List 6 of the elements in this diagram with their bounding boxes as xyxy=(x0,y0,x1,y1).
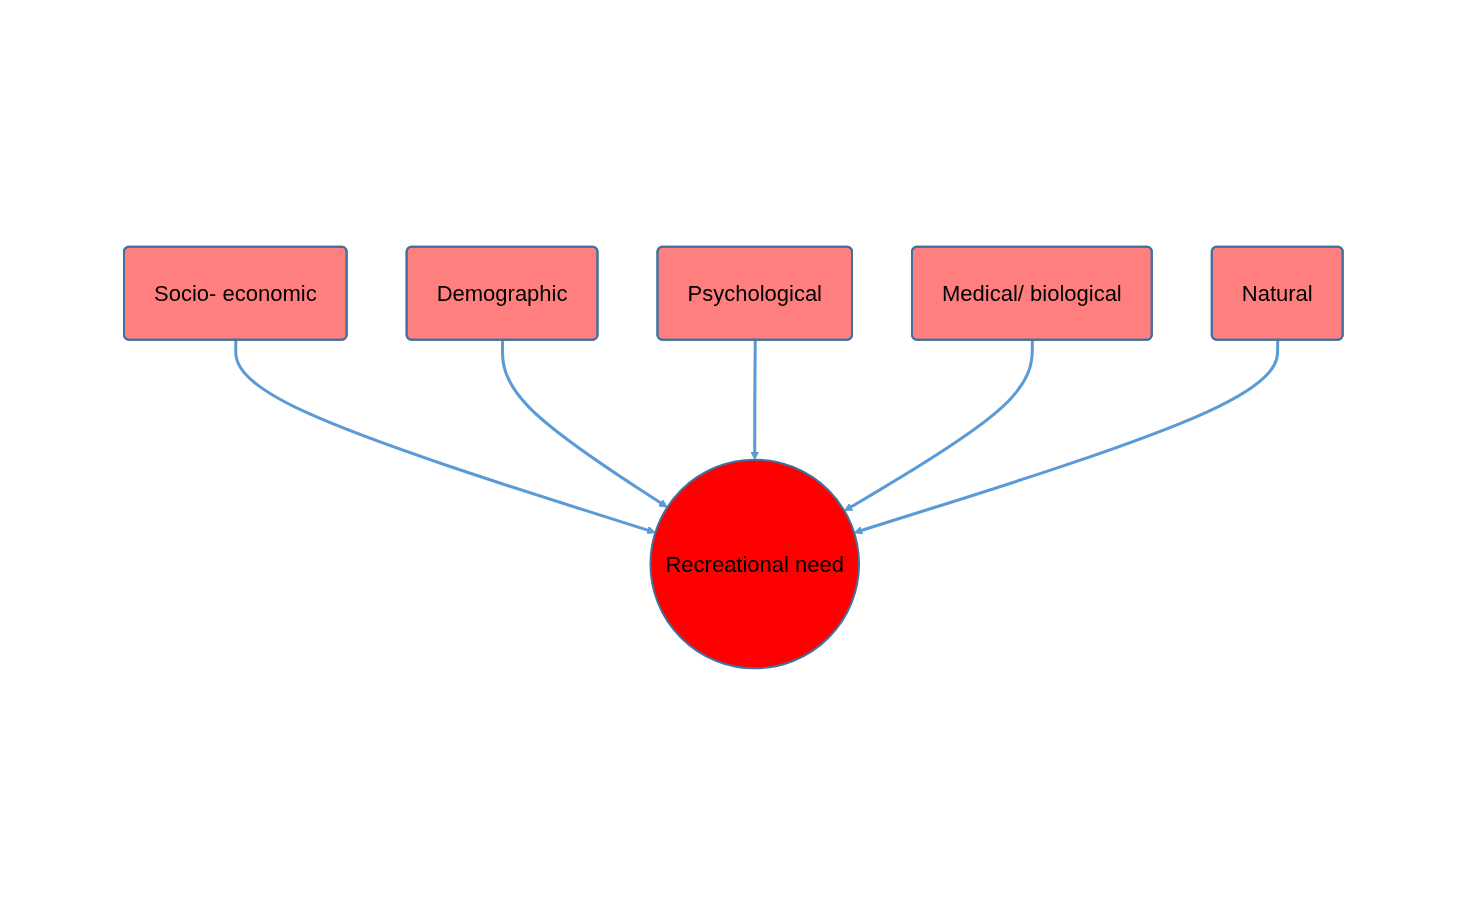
arrow xyxy=(233,340,656,535)
arrow xyxy=(843,340,1034,512)
arrow xyxy=(500,340,668,508)
node-circle: Recreational need xyxy=(649,458,860,670)
arrow xyxy=(853,340,1279,535)
arrow xyxy=(750,340,759,461)
